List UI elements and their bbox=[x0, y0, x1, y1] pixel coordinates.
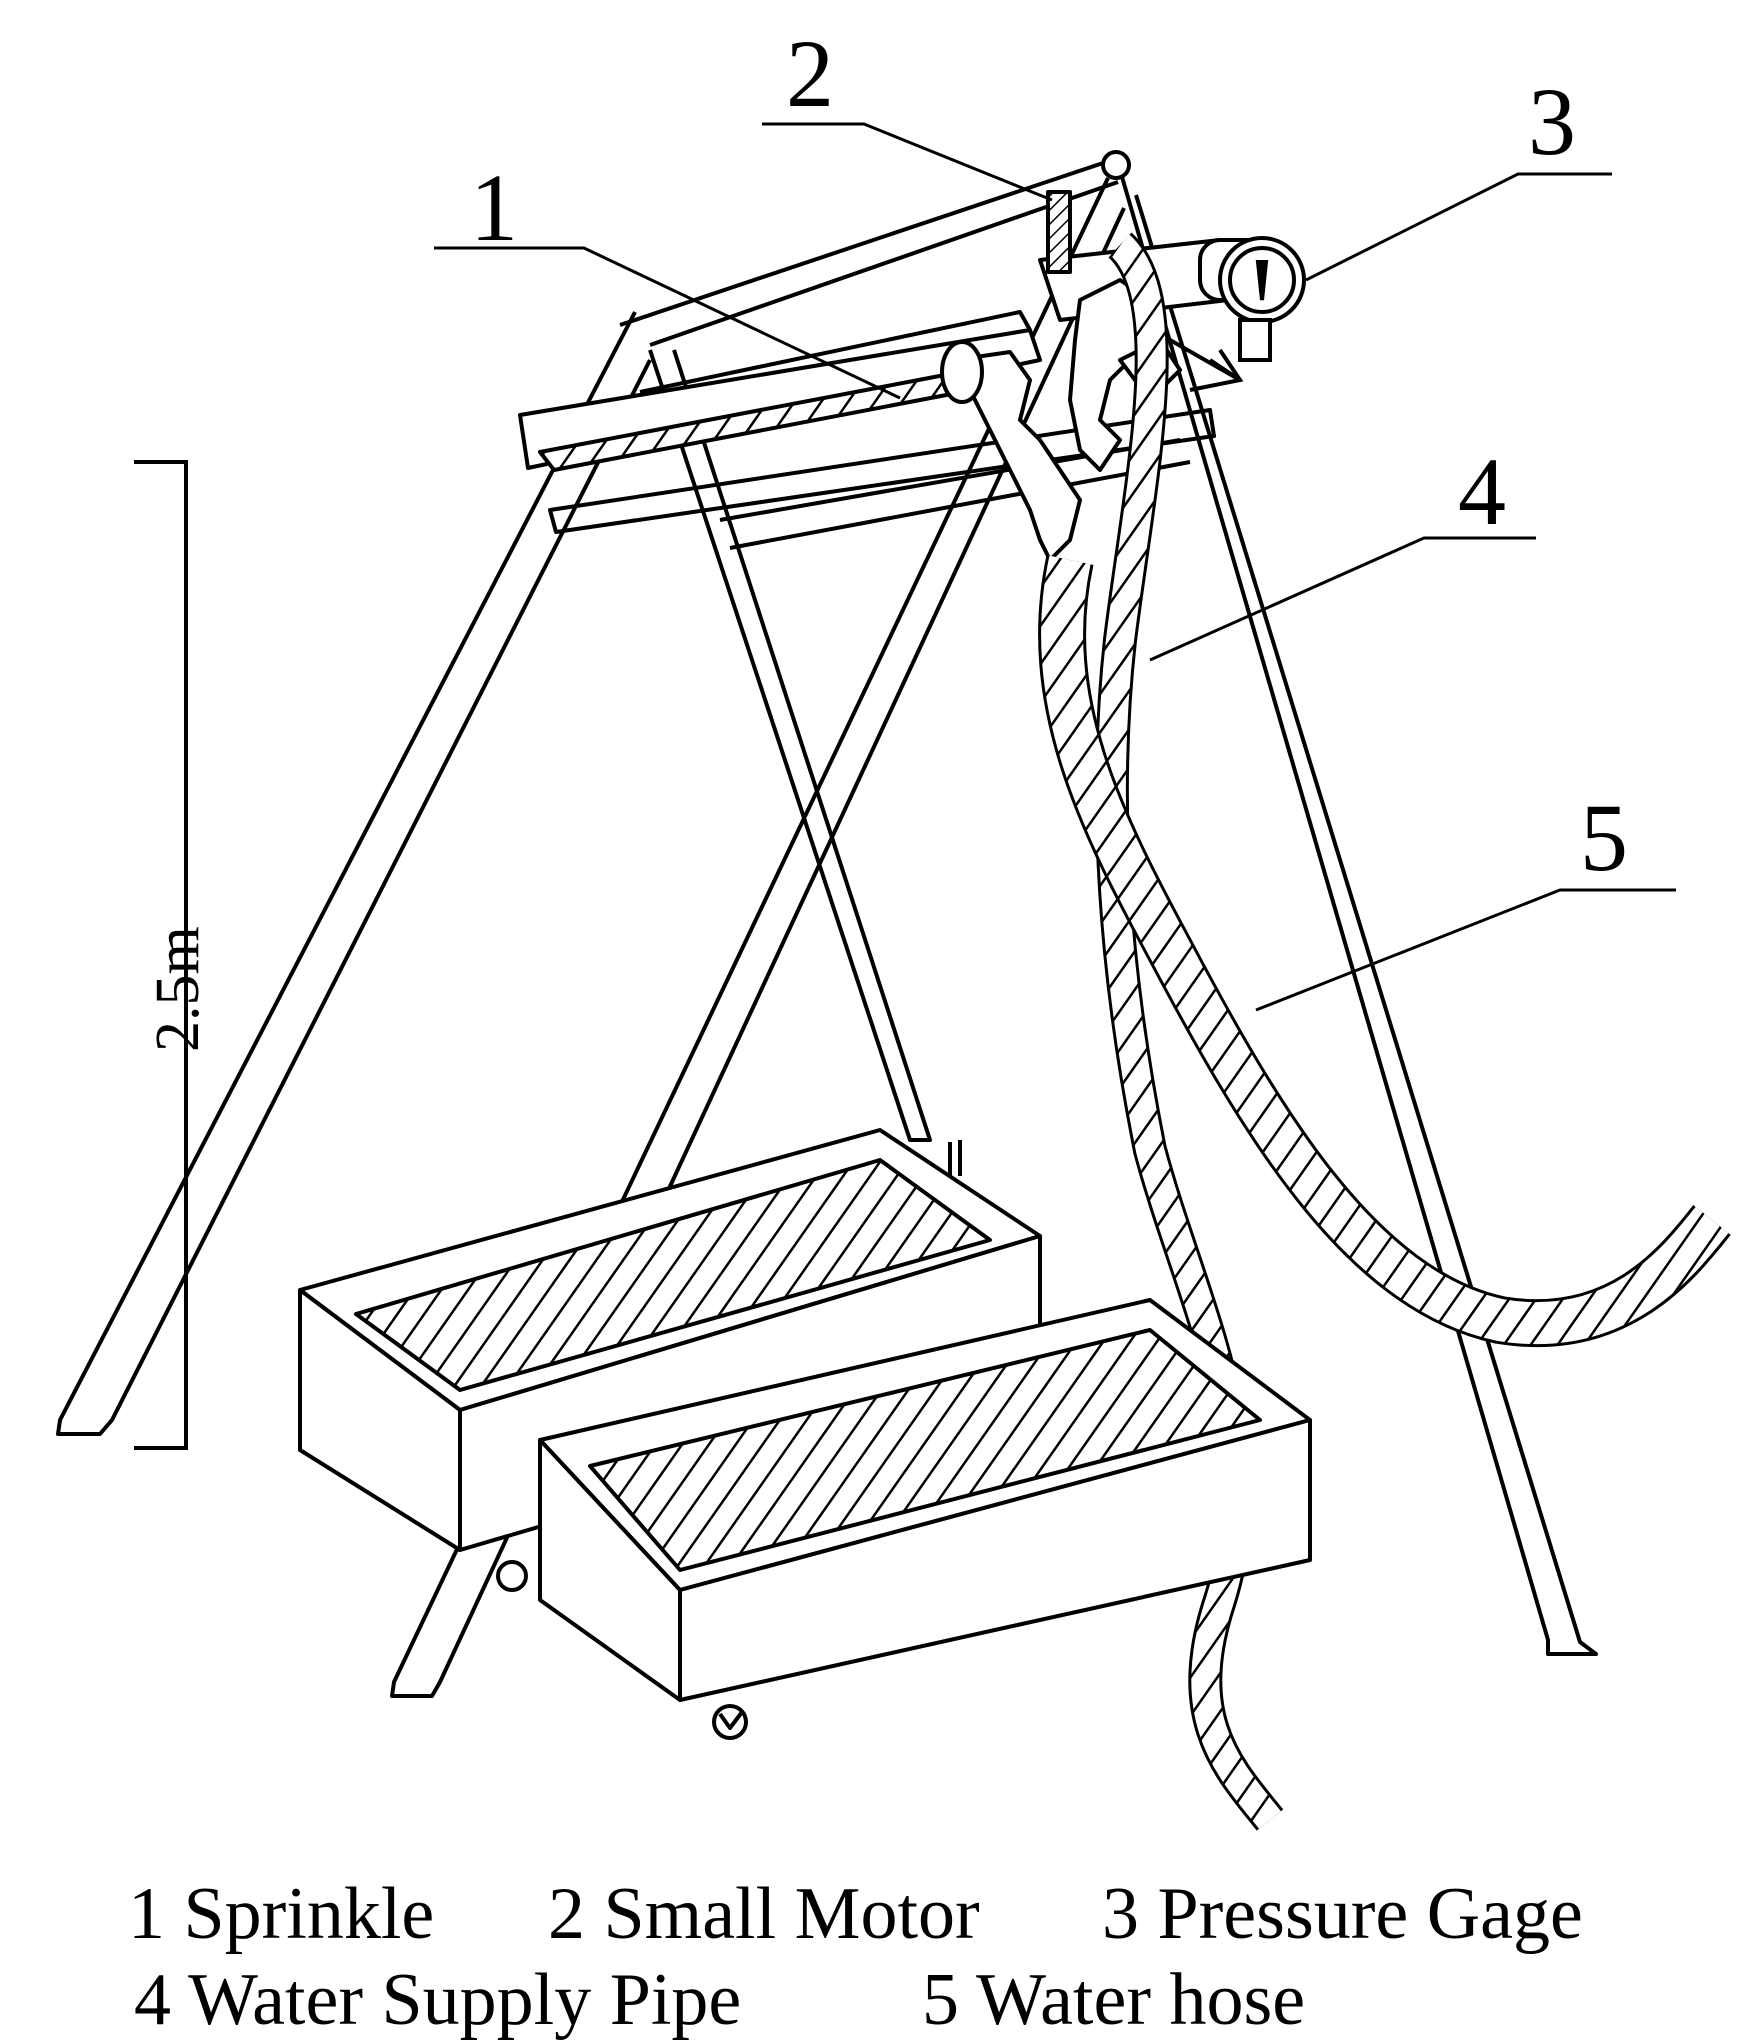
wheel-front bbox=[712, 1704, 748, 1740]
callout-2: 2 bbox=[786, 20, 834, 127]
leader-1 bbox=[434, 246, 901, 400]
frame-leg-rear bbox=[648, 349, 932, 1142]
frame-pivot bbox=[1101, 150, 1131, 180]
legend-item-2: 2 Small Motor bbox=[548, 1873, 980, 1955]
frame-crossbar-front bbox=[548, 408, 1216, 534]
legend-row-2: 4 Water Supply Pipe 5 Water hose bbox=[0, 1958, 1743, 2042]
small-motor bbox=[1046, 190, 1072, 274]
leader-lines bbox=[434, 122, 1676, 1012]
callout-5: 5 bbox=[1580, 784, 1628, 891]
legend-row-1: 1 Sprinkle 2 Small Motor 3 Pressure Gage bbox=[0, 1872, 1743, 1962]
legend-item-1: 1 Sprinkle bbox=[128, 1873, 435, 1955]
callout-3: 3 bbox=[1528, 68, 1576, 175]
leader-2 bbox=[762, 122, 1053, 202]
frame-leg-left bbox=[56, 311, 652, 1436]
wheel-left bbox=[496, 1560, 528, 1592]
callout-1: 1 bbox=[470, 154, 518, 261]
callout-4: 4 bbox=[1458, 438, 1506, 545]
soil-box-front bbox=[496, 1298, 1312, 1740]
pressure-gage bbox=[1189, 236, 1306, 392]
frame-leg-right bbox=[1118, 169, 1598, 1656]
dimension-line bbox=[134, 460, 188, 1450]
leader-4 bbox=[1149, 536, 1536, 662]
legend-item-3: 3 Pressure Gage bbox=[1102, 1873, 1583, 1955]
legend-item-5: 5 Water hose bbox=[922, 1959, 1306, 2041]
leader-3 bbox=[1305, 172, 1612, 282]
leader-5 bbox=[1255, 888, 1676, 1012]
legend-item-4: 4 Water Supply Pipe bbox=[134, 1959, 742, 2041]
dimension-label: 2.5m bbox=[144, 926, 212, 1052]
